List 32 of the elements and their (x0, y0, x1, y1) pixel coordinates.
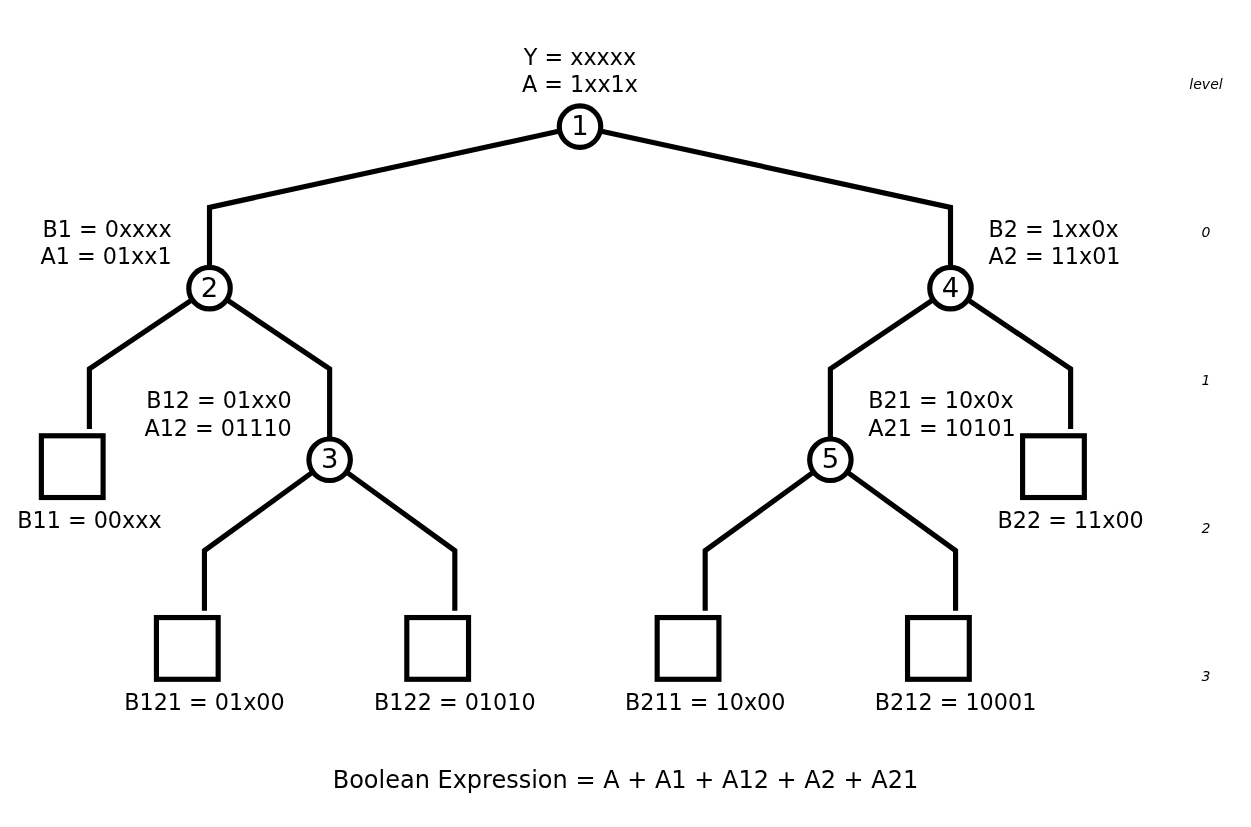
node-annotation: B121 = 01x00 (124, 689, 285, 716)
connector (201, 470, 315, 611)
level-number: 2 (1201, 520, 1211, 536)
node-annotation: Y = xxxxx A = 1xx1x (522, 44, 638, 98)
level-number: 3 (1201, 668, 1211, 684)
leaf-square (404, 615, 472, 683)
node-annotation: B212 = 10001 (874, 689, 1037, 716)
level-number: 0 (1201, 224, 1211, 240)
node-annotation: B1 = 0xxxx A1 = 01xx1 (40, 215, 172, 270)
node-circle: 4 (927, 265, 974, 312)
boolean-expression-caption: Boolean Expression = A + A1 + A12 + A2 + A21 (331, 766, 920, 794)
node-circle: 1 (556, 103, 604, 151)
node-annotation: B211 = 10x00 (624, 689, 786, 716)
connector (86, 297, 194, 430)
node-annotation: B11 = 00xxx (17, 507, 162, 534)
leaf-square (904, 615, 972, 683)
leaf-square (38, 433, 106, 501)
node-circle: 5 (807, 436, 854, 484)
level-heading: level (1189, 76, 1223, 92)
level-number: 1 (1201, 372, 1211, 388)
node-annotation: B21 = 10x0x A21 = 10101 (868, 387, 1016, 441)
node-annotation: B122 = 01010 (374, 689, 536, 716)
leaf-square (654, 615, 722, 683)
node-circle: 3 (306, 436, 353, 484)
connector (845, 470, 959, 611)
node-annotation: B2 = 1xx0x A2 = 11x01 (988, 215, 1121, 270)
leaf-square (1020, 433, 1087, 501)
node-circle: 2 (186, 265, 233, 312)
leaf-square (153, 615, 221, 683)
connector (966, 297, 1074, 430)
node-annotation: B12 = 01xx0 A12 = 01110 (144, 387, 292, 441)
node-annotation: B22 = 11x00 (997, 507, 1144, 534)
